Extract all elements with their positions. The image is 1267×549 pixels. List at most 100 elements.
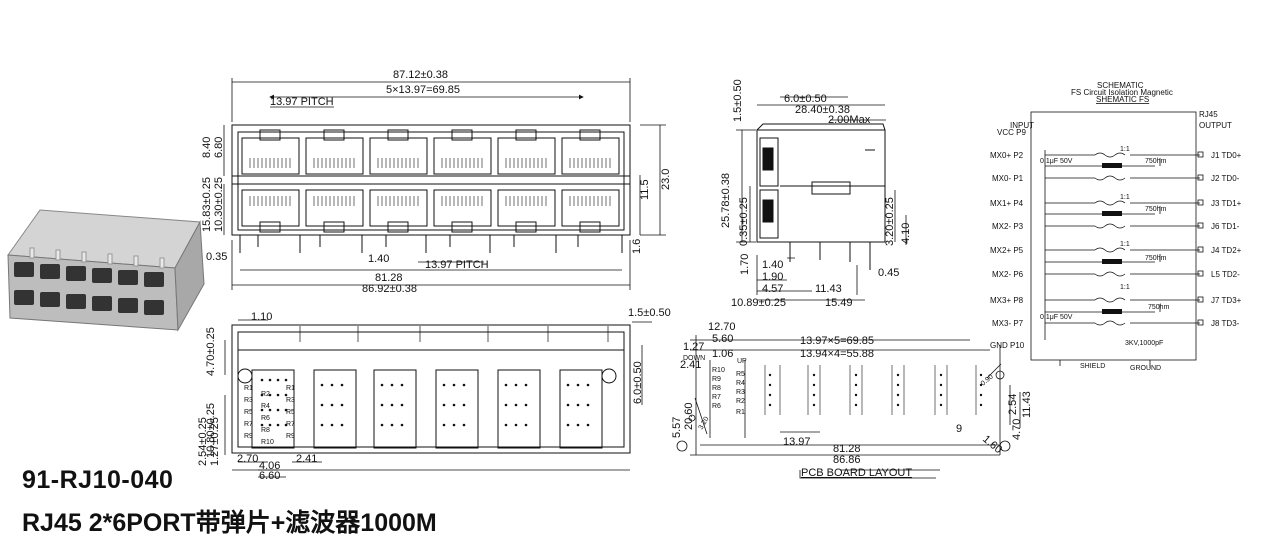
dim-13-97x5: 13.97×5=69.85 [800, 335, 874, 347]
pin-mx3n: MX3- P7 [992, 319, 1024, 328]
dim-2-70: 2.70 [237, 453, 258, 465]
cap-bottom: 0.1μF 50V [1040, 314, 1073, 321]
bottom-view-labels: 1.10 1.5±0.50 4.70±0.25 6.0±0.50 10.80±0… [197, 307, 671, 482]
schematic-subtitle2: SHEMATIC FS [1096, 95, 1149, 104]
dim-81-28: 81.28 [833, 443, 861, 455]
resistor-1: 750hm [1145, 158, 1167, 165]
pin-label: R4 [261, 403, 270, 410]
dim-pitch-total: 5×13.97=69.85 [386, 84, 460, 96]
dim-13-94x4: 13.94×4=55.88 [800, 348, 874, 360]
dim-15-49: 15.49 [825, 297, 853, 309]
pin-mx1p: MX1+ P4 [990, 199, 1024, 208]
pin-mx2n-2: MX2- P6 [992, 270, 1024, 279]
dim-25-78: 25.78±0.38 [720, 173, 732, 228]
dim-1-40: 1.40 [762, 259, 783, 271]
pin-j8: J8 TD3- [1211, 319, 1240, 328]
pin-mx0p: MX0+ P2 [990, 151, 1024, 160]
pin-label: R7 [244, 421, 253, 428]
dim-1-27: 1.27±0.25 [209, 417, 221, 466]
pin-label: R10 [712, 367, 725, 374]
part-number: 91-RJ10-040 [22, 466, 174, 494]
vcc-label: VCC P9 [997, 128, 1026, 137]
part-description: RJ45 2*6PORT带弹片+滤波器1000M [22, 509, 437, 537]
dim-23-0: 23.0 [660, 169, 672, 190]
front-view-labels: 87.12±0.38 5×13.97=69.85 13.97 PITCH 13.… [201, 69, 672, 295]
dim-10-80: 10.80±0.25 [205, 403, 217, 458]
dim-15-83: 15.83±0.25 [201, 177, 213, 232]
dim-81-28: 81.28 [375, 272, 403, 284]
ratio-2: 1:1 [1120, 194, 1130, 201]
pin-j2: J2 TD0- [1211, 174, 1240, 183]
dim-20-60: 20.60 [683, 402, 695, 430]
pin-label: R8 [261, 427, 270, 434]
dim-86-92: 86.92±0.38 [362, 283, 417, 295]
resistor-3: 750hm [1145, 255, 1167, 262]
pin-label: R3 [244, 397, 253, 404]
dim-1-90: 1.90 [762, 271, 783, 283]
dim-9: 9 [956, 423, 962, 435]
dim-1-70: 1.70 [739, 254, 751, 275]
dim-1-40: 1.40 [368, 253, 389, 265]
dim-3-20: 3.20 [698, 416, 711, 431]
pin-mx0n: MX0- P1 [992, 174, 1024, 183]
pin-label: R10 [261, 439, 274, 446]
ratio-4: 1:1 [1120, 284, 1130, 291]
schematic-title: SCHEMATIC [1097, 81, 1144, 90]
dim-86-86: 86.86 [833, 454, 861, 466]
dim-0-45: 0.45 [878, 267, 899, 279]
ground-label: GROUND [1130, 365, 1161, 372]
dim-5-60: 5.60 [712, 333, 733, 345]
pin-label: R9 [244, 433, 253, 440]
label-down: DOWN [683, 355, 705, 362]
dim-4-57: 4.57 [762, 283, 783, 295]
dim-1-27: 1.27 [683, 341, 704, 353]
pin-label: R2 [261, 391, 270, 398]
dim-1-06: 1.06 [712, 348, 733, 360]
schematic [1030, 111, 1204, 368]
pin-mx3p: MX3+ P8 [990, 296, 1024, 305]
pin-label: R6 [712, 403, 721, 410]
pin-label: R2 [736, 398, 745, 405]
pin-j3: J3 TD1+ [1211, 199, 1242, 208]
dim-11-5: 11.5 [639, 179, 651, 200]
pcb-layout [676, 335, 1021, 479]
pin-label: R5 [286, 409, 295, 416]
dim-pitch-bottom: 13.97 PITCH [425, 259, 489, 271]
dim-4-06: 4.06 [259, 460, 280, 472]
pin-label: R5 [736, 371, 745, 378]
input-label: INPUT [1010, 121, 1034, 130]
dim-6-0: 6.0±0.50 [632, 361, 644, 404]
dim-3-20: 3.20±0.25 [884, 197, 896, 246]
dim-overall-width: 87.12±0.38 [393, 69, 448, 81]
resistor-4: 750hm [1148, 304, 1170, 311]
dim-6-0: 6.0±0.50 [784, 93, 827, 105]
output-pins [1197, 151, 1204, 326]
dim-1-60: 1.60 [980, 433, 1004, 456]
pin-j1: J1 TD0+ [1211, 151, 1242, 160]
dim-10-89: 10.89±0.25 [731, 297, 786, 309]
dim-6-60: 6.60 [259, 470, 280, 482]
pin-j4: J4 TD2+ [1211, 246, 1242, 255]
dim-11-43: 11.43 [815, 283, 842, 295]
rj45-label: RJ45 [1199, 110, 1218, 119]
front-view [223, 78, 666, 290]
pin-label: R7 [712, 394, 721, 401]
pin-label: R1 [736, 409, 745, 416]
product-photo [7, 209, 205, 332]
pin-label: R1 [286, 385, 295, 392]
pin-j7: J7 TD3+ [1211, 296, 1242, 305]
dim-5-57: 5.57 [671, 417, 683, 438]
pin-mx2n: MX2- P3 [992, 222, 1024, 231]
pcb-title: PCB BOARD LAYOUT [801, 467, 912, 479]
dim-1-5: 1.5±0.50 [732, 79, 744, 122]
dim-11-43: 11.43 [1021, 391, 1033, 418]
pin-label: R9 [286, 433, 295, 440]
cap-top: 0.1μF 50V [1040, 158, 1073, 165]
dim-1-5: 1.5±0.50 [628, 307, 671, 319]
ratio-3: 1:1 [1120, 241, 1130, 248]
dim-4-70: 4.70 [1011, 419, 1023, 440]
dim-12-70: 12.70 [708, 321, 736, 333]
schematic-labels: SCHEMATIC FS Circuit Isolation Magnetic … [990, 81, 1242, 372]
dim-10-30: 10.30±0.25 [213, 177, 225, 232]
